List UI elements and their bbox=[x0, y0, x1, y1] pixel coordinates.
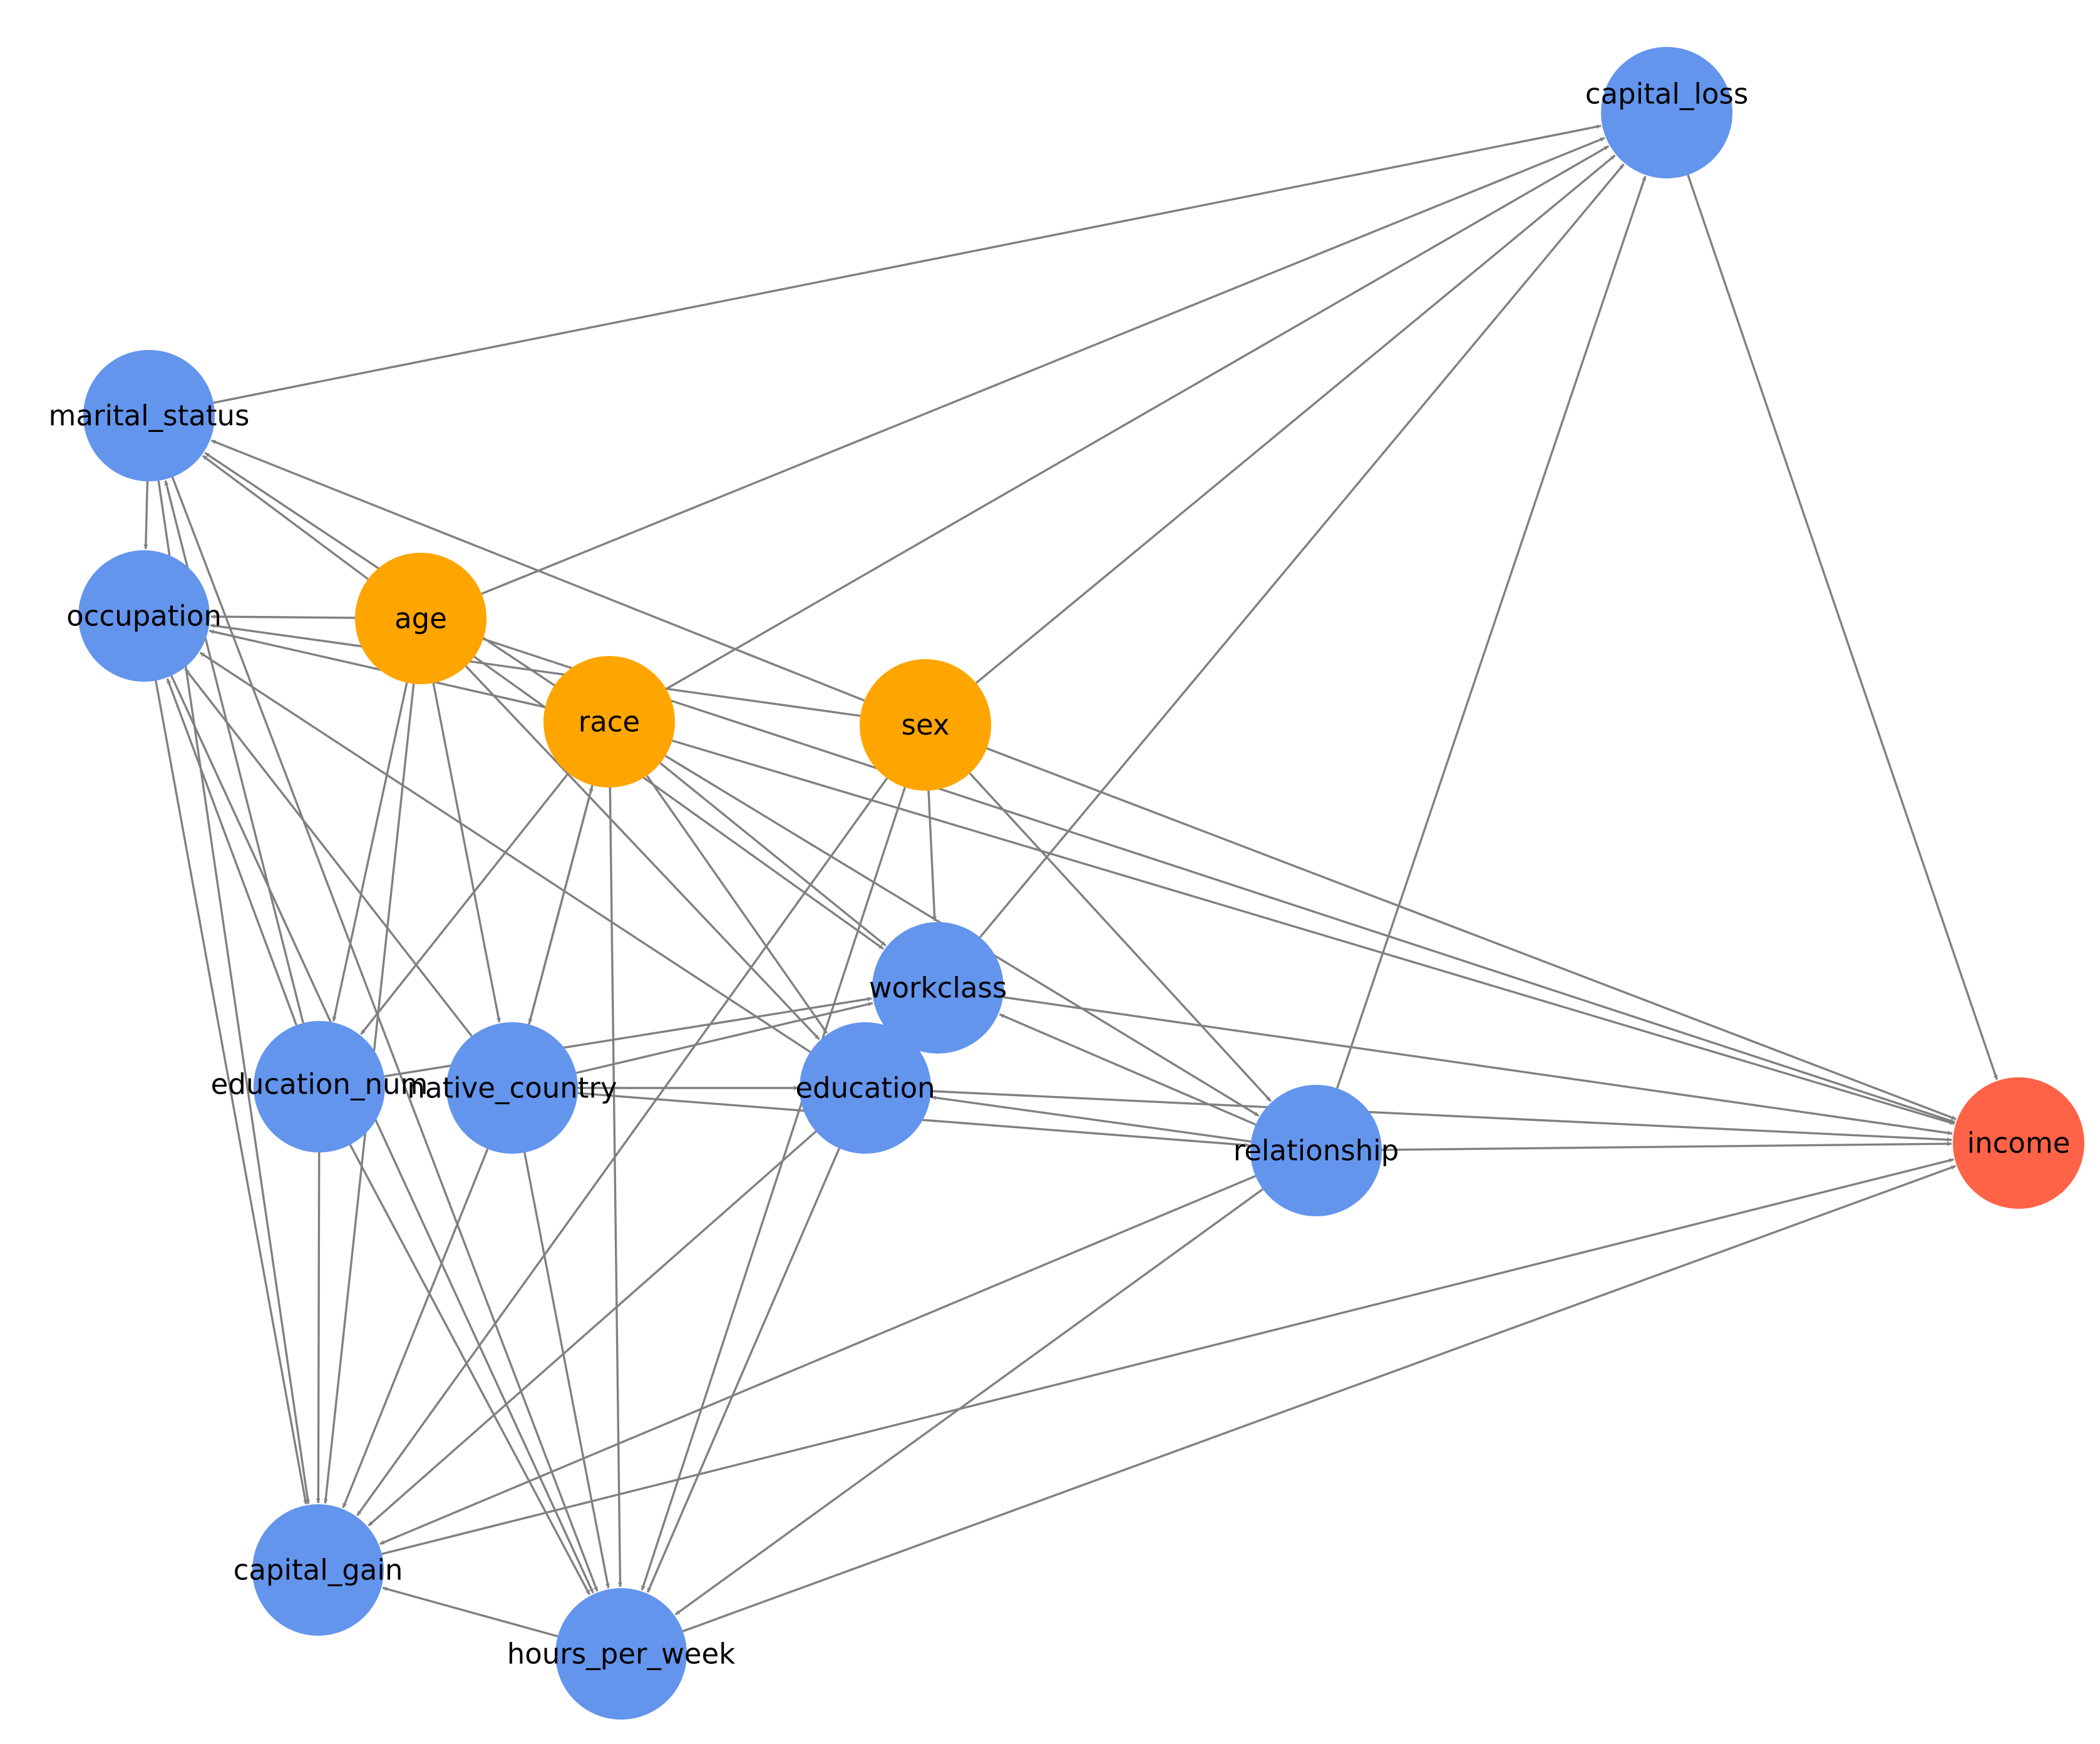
node-income[interactable] bbox=[1953, 1077, 2084, 1209]
node-workclass[interactable] bbox=[872, 922, 1004, 1054]
node-label-income: income bbox=[1967, 1127, 2071, 1160]
nodes-layer bbox=[78, 47, 2084, 1720]
node-label-occupation: occupation bbox=[66, 600, 222, 633]
edge-relationship-to-income bbox=[1381, 1141, 1952, 1151]
edge-hours-per-week-to-capital-gain bbox=[382, 1586, 558, 1638]
edge-race-to-education-num bbox=[360, 772, 570, 1035]
edge-native-country-to-race bbox=[528, 786, 594, 1025]
edge-marital-status-to-capital-loss bbox=[213, 124, 1602, 404]
edge-sex-to-income bbox=[986, 747, 1957, 1121]
edge-age-to-occupation bbox=[210, 614, 356, 619]
edge-education-to-hours-per-week bbox=[646, 1147, 840, 1593]
node-marital-status[interactable] bbox=[83, 350, 215, 481]
node-label-marital-status: marital_status bbox=[49, 399, 250, 433]
edges-layer bbox=[143, 124, 1999, 1638]
edge-relationship-to-capital-gain bbox=[379, 1175, 1256, 1546]
edge-race-to-education bbox=[646, 775, 828, 1034]
edge-education-num-to-marital-status bbox=[164, 480, 304, 1023]
node-label-sex: sex bbox=[902, 709, 950, 742]
edge-education-num-to-capital-gain bbox=[316, 1152, 321, 1504]
node-label-native-country: native_country bbox=[407, 1072, 617, 1105]
edge-relationship-to-capital-loss bbox=[1336, 175, 1647, 1089]
edge-occupation-to-hours-per-week bbox=[170, 675, 594, 1594]
node-sex[interactable] bbox=[860, 659, 991, 791]
edge-race-to-income bbox=[672, 739, 1955, 1125]
node-education-num[interactable] bbox=[254, 1021, 385, 1152]
edge-relationship-to-workclass bbox=[999, 1013, 1257, 1126]
node-race[interactable] bbox=[543, 656, 675, 787]
edge-workclass-to-capital-loss bbox=[979, 163, 1625, 938]
edge-race-to-occupation bbox=[208, 629, 545, 709]
edge-education-num-to-hours-per-week bbox=[349, 1144, 591, 1596]
edge-marital-status-to-occupation bbox=[143, 481, 149, 550]
node-label-workclass: workclass bbox=[869, 972, 1007, 1005]
node-capital-gain[interactable] bbox=[252, 1504, 384, 1636]
edge-sex-to-hours-per-week bbox=[641, 787, 906, 1591]
edge-sex-to-occupation bbox=[210, 623, 861, 717]
edge-age-to-marital-status bbox=[202, 454, 369, 580]
edge-education-to-occupation bbox=[199, 652, 811, 1053]
edge-native-country-to-workclass bbox=[575, 1002, 873, 1074]
edge-sex-to-marital-status bbox=[210, 439, 865, 702]
edge-sex-to-capital-gain bbox=[356, 777, 888, 1517]
node-education[interactable] bbox=[800, 1022, 931, 1154]
edge-education-to-income bbox=[930, 1090, 1952, 1142]
edge-education-num-to-occupation bbox=[166, 678, 297, 1026]
node-capital-loss[interactable] bbox=[1601, 47, 1732, 178]
edge-race-to-workclass bbox=[659, 762, 887, 947]
edge-sex-to-capital-loss bbox=[975, 154, 1616, 684]
node-occupation[interactable] bbox=[78, 550, 210, 682]
node-label-age: age bbox=[394, 602, 447, 635]
edge-sex-to-workclass bbox=[927, 790, 937, 921]
edge-marital-status-to-hours-per-week bbox=[171, 476, 599, 1592]
node-label-hours-per-week: hours_per_week bbox=[507, 1638, 736, 1671]
node-age[interactable] bbox=[355, 553, 486, 684]
node-label-relationship: relationship bbox=[1233, 1134, 1399, 1167]
edge-native-country-to-capital-gain bbox=[342, 1148, 489, 1509]
node-label-race: race bbox=[579, 705, 641, 739]
edge-occupation-to-capital-gain bbox=[155, 680, 307, 1505]
edge-age-to-education bbox=[465, 665, 820, 1040]
edge-native-country-to-occupation bbox=[184, 668, 473, 1037]
node-label-capital-loss: capital_loss bbox=[1585, 78, 1749, 111]
edge-age-to-native-country bbox=[432, 682, 501, 1023]
node-label-education: education bbox=[795, 1072, 935, 1105]
labels-layer: capital_loss marital_status occupation age r… bbox=[49, 78, 2071, 1671]
edge-race-to-hours-per-week bbox=[609, 787, 623, 1588]
edge-hours-per-week-to-income bbox=[682, 1165, 1957, 1633]
edge-sex-to-relationship bbox=[969, 772, 1272, 1102]
node-native-country[interactable] bbox=[446, 1022, 578, 1154]
edge-capital-loss-to-income bbox=[1687, 174, 1999, 1080]
node-label-education-num: education_num bbox=[211, 1068, 428, 1101]
edge-education-to-capital-gain bbox=[368, 1131, 817, 1527]
edge-age-to-workclass bbox=[473, 655, 884, 950]
edge-age-to-education-num bbox=[332, 682, 408, 1022]
edge-capital-gain-to-income bbox=[381, 1158, 1954, 1556]
node-label-capital-gain: capital_gain bbox=[234, 1554, 403, 1587]
node-hours-per-week[interactable] bbox=[555, 1588, 687, 1720]
edge-age-to-capital-loss bbox=[481, 136, 1605, 595]
edge-workclass-to-income bbox=[1002, 996, 1953, 1136]
edge-age-to-income bbox=[483, 638, 1955, 1124]
edge-native-country-to-hours-per-week bbox=[523, 1152, 610, 1589]
edge-relationship-to-hours-per-week bbox=[674, 1188, 1264, 1616]
node-relationship[interactable] bbox=[1250, 1085, 1382, 1216]
edge-race-to-capital-loss bbox=[666, 145, 1610, 690]
edge-relationship-to-education bbox=[931, 1095, 1252, 1143]
